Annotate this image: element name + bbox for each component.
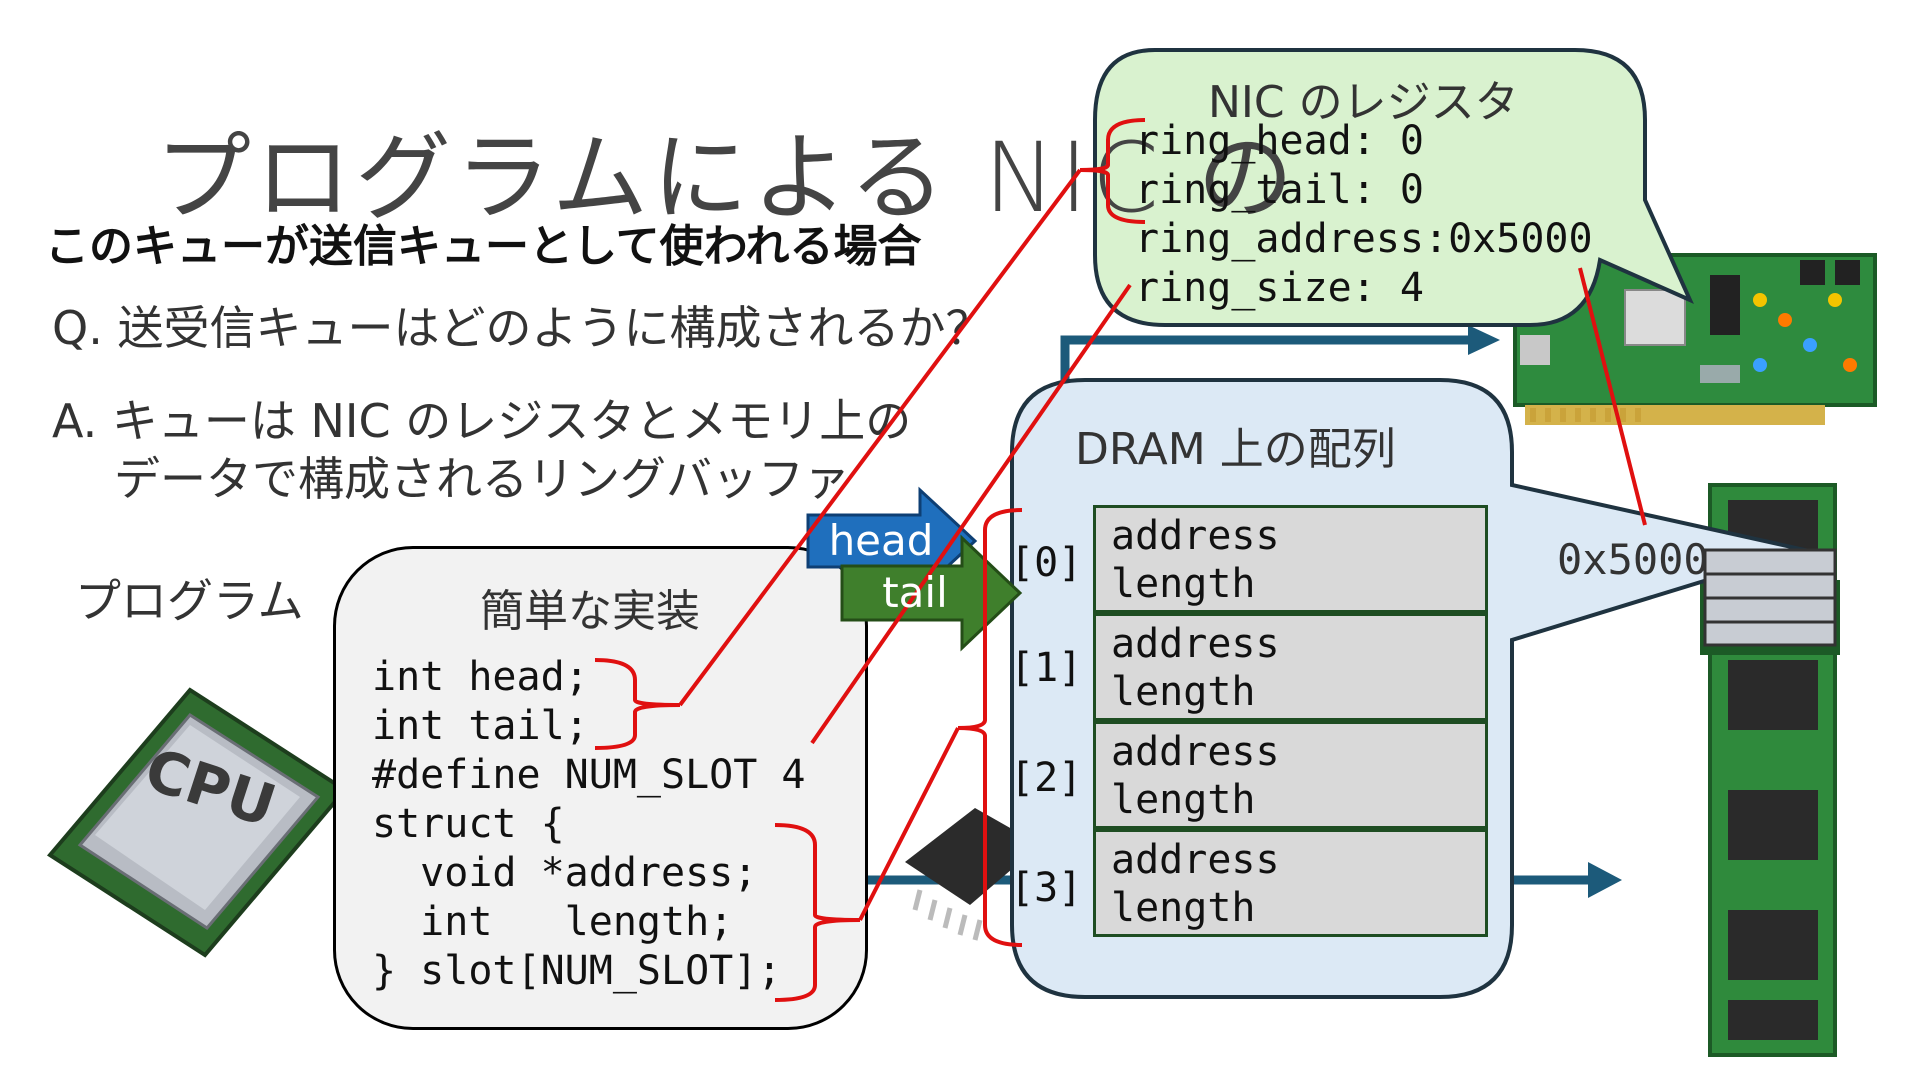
slot-address: address	[1111, 837, 1280, 883]
code-box-title: 簡単な実装	[480, 586, 700, 637]
register-bubble	[1093, 48, 1694, 327]
register-line: ring_size: 4	[1135, 265, 1424, 311]
subtitle: このキューが送信キューとして使われる場合	[45, 221, 922, 272]
code-line: #define NUM_SLOT 4	[372, 752, 806, 798]
slot-length: length	[1111, 777, 1256, 823]
code-line: } slot[NUM_SLOT];	[372, 948, 782, 994]
answer-text-line1: A. キューは NIC のレジスタとメモリ上の	[52, 394, 912, 448]
tail-pointer-label: tail	[882, 568, 948, 617]
base-address-label: 0x5000	[1557, 535, 1709, 584]
answer-text-line2: データで構成されるリングバッファ	[114, 452, 850, 506]
slot-address: address	[1111, 621, 1280, 667]
code-line: void *address;	[372, 850, 758, 896]
dram-title: DRAM 上の配列	[1075, 424, 1396, 475]
dram-slot: address length	[1093, 613, 1488, 721]
slot-address: address	[1111, 513, 1280, 559]
dram-slot: address length	[1093, 721, 1488, 829]
dram-slot: address length	[1093, 505, 1488, 613]
head-pointer-label: head	[828, 516, 934, 565]
question-text: Q. 送受信キューはどのように構成されるか？	[52, 301, 992, 355]
slot-length: length	[1111, 885, 1256, 931]
slot-address: address	[1111, 729, 1280, 775]
register-line: ring_tail: 0	[1135, 167, 1424, 213]
slot-length: length	[1111, 561, 1256, 607]
register-line: ring_address:0x5000	[1135, 216, 1593, 262]
slot-index: [0]	[1010, 540, 1083, 586]
code-line: struct {	[372, 801, 565, 847]
slot-index: [3]	[1010, 865, 1083, 911]
code-line: int tail;	[372, 703, 589, 749]
code-line: int head;	[372, 654, 589, 700]
register-title: NIC のレジスタ	[1208, 77, 1519, 128]
slot-index: [1]	[1010, 645, 1083, 691]
slot-index: [2]	[1010, 755, 1083, 801]
register-line: ring_head: 0	[1135, 118, 1424, 164]
cpu-chip-icon: CPU	[46, 687, 349, 958]
program-label: プログラム	[75, 574, 304, 628]
code-line: int length;	[372, 899, 734, 945]
slot-length: length	[1111, 669, 1256, 715]
dram-array-region	[1703, 548, 1837, 647]
dram-slot: address length	[1093, 829, 1488, 937]
